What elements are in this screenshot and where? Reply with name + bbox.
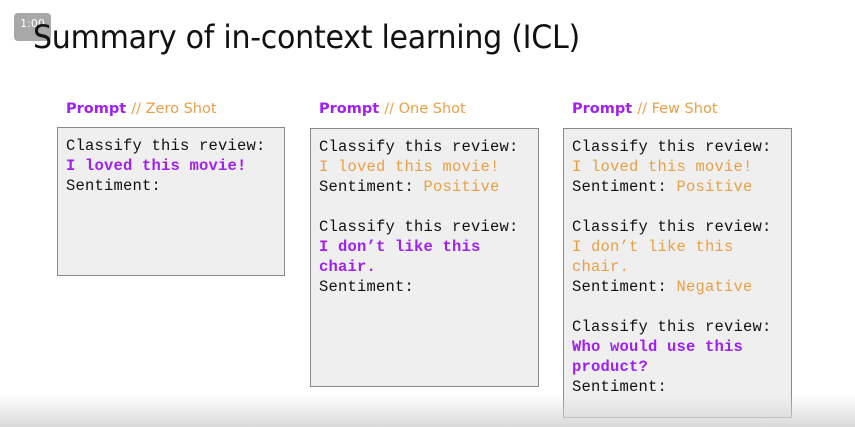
- prompt-line: Sentiment: Positive: [319, 177, 538, 197]
- prompt-line: Sentiment: Positive: [572, 177, 791, 197]
- one-shot-label: Prompt // One Shot: [319, 101, 466, 117]
- one-shot-prompt-box: Classify this review: I loved this movie!…: [310, 128, 539, 387]
- prompt-word: Prompt: [66, 101, 127, 117]
- prompt-line: Classify this review:: [319, 218, 519, 236]
- line-gap: [572, 197, 791, 217]
- shot-type: // Zero Shot: [131, 101, 217, 117]
- prompt-line: I loved this movie!: [572, 158, 753, 176]
- prompt-line: Classify this review:: [66, 137, 266, 155]
- slide-title: Summary of in-context learning (ICL): [33, 18, 580, 56]
- zero-shot-label: Prompt // Zero Shot: [66, 101, 217, 117]
- prompt-word: Prompt: [572, 101, 633, 117]
- prompt-line: I don’t like this: [572, 238, 734, 256]
- video-bottom-gradient: [0, 395, 855, 427]
- sentiment-prefix: Sentiment:: [572, 178, 677, 196]
- sentiment-prefix: Sentiment:: [572, 278, 677, 296]
- prompt-line: Classify this review:: [572, 138, 772, 156]
- prompt-line: Sentiment:: [66, 177, 162, 195]
- prompt-line: Sentiment:: [572, 378, 668, 396]
- zero-shot-prompt-box: Classify this review: I loved this movie!…: [57, 127, 285, 276]
- prompt-line: chair.: [319, 258, 377, 276]
- prompt-line: Classify this review:: [319, 138, 519, 156]
- video-timestamp: 1:00: [14, 13, 51, 41]
- few-shot-label: Prompt // Few Shot: [572, 101, 718, 117]
- prompt-line: Who would use this: [572, 338, 744, 356]
- prompt-line: Sentiment:: [319, 278, 415, 296]
- shot-type: // Few Shot: [637, 101, 718, 117]
- prompt-line: I loved this movie!: [319, 158, 500, 176]
- few-shot-prompt-box: Classify this review: I loved this movie!…: [563, 128, 792, 418]
- sentiment-value: Positive: [676, 178, 753, 196]
- prompt-line: chair.: [572, 258, 630, 276]
- prompt-line: I don’t like this: [319, 238, 481, 256]
- line-gap: [572, 297, 791, 317]
- prompt-line: I loved this movie!: [66, 157, 247, 175]
- prompt-word: Prompt: [319, 101, 380, 117]
- sentiment-prefix: Sentiment:: [319, 178, 424, 196]
- line-gap: [319, 197, 538, 217]
- prompt-line: Classify this review:: [572, 218, 772, 236]
- sentiment-value: Positive: [423, 178, 500, 196]
- prompt-line: Sentiment: Negative: [572, 277, 791, 297]
- sentiment-value: Negative: [676, 278, 753, 296]
- prompt-line: Classify this review:: [572, 318, 772, 336]
- prompt-line: product?: [572, 358, 649, 376]
- shot-type: // One Shot: [384, 101, 466, 117]
